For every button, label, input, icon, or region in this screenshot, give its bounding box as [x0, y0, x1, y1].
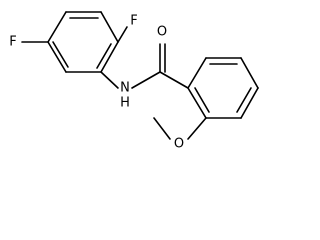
methoxyphenyl-ring: [187, 57, 259, 119]
carbonyl-oxygen-atom: O: [157, 25, 167, 40]
fluorine-atom-top: F: [130, 14, 137, 29]
hydrogen-atom: H: [120, 96, 130, 111]
methoxy-oxygen-atom: O: [174, 137, 184, 152]
nitrogen-atom: N: [120, 81, 130, 96]
chemical-structure: F F N H O O: [9, 11, 259, 152]
difluorophenyl-ring: [47, 11, 119, 73]
fluorine-atom-left: F: [9, 35, 16, 50]
